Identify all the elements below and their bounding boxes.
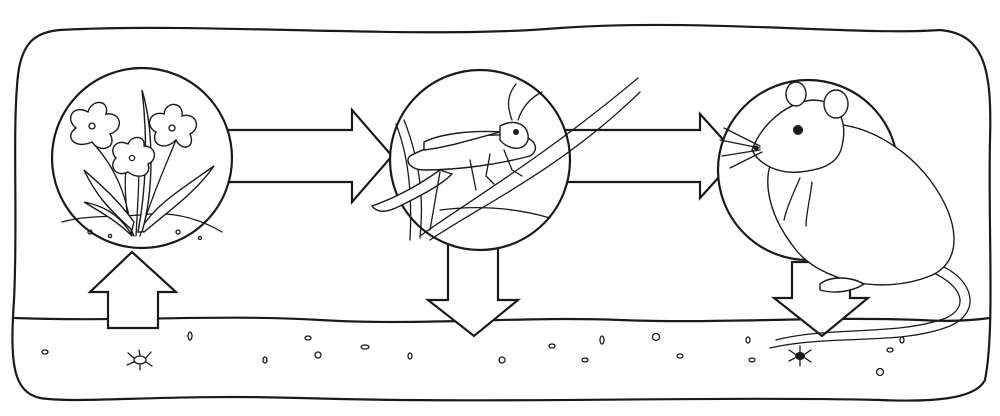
arrow-soil-to-flower [87, 250, 179, 330]
arrow-flower-to-grasshopper [216, 107, 394, 205]
soil-bug-icon [788, 345, 812, 367]
outer-frame [11, 23, 992, 402]
ground-line [13, 316, 992, 324]
soil-bug-icon [126, 349, 153, 371]
soil-particles [41, 331, 905, 377]
flower-blossom-icon [148, 103, 198, 148]
mouse-icon [719, 81, 971, 349]
arrow-grasshopper-to-mouse [558, 111, 740, 201]
flower-icon [61, 89, 223, 241]
grasshopper-icon [370, 77, 641, 241]
arrow-grasshopper-to-soil [424, 238, 522, 338]
flower-blossom-icon [112, 136, 155, 177]
flower-blossom-icon [70, 101, 120, 150]
